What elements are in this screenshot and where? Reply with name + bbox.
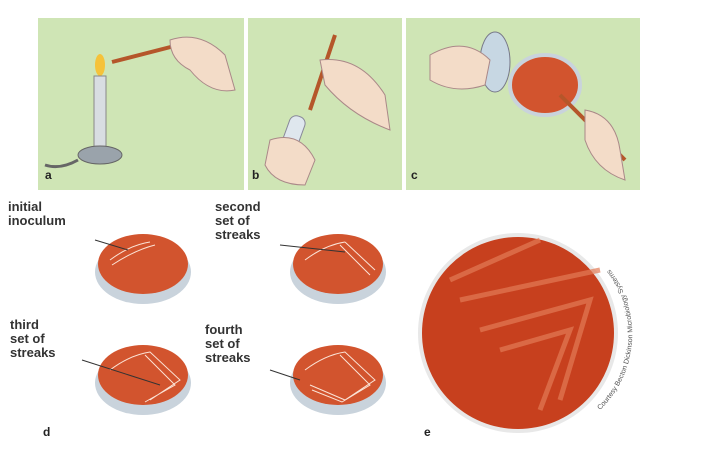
panel-label-e: e (424, 425, 431, 439)
panel-label-b: b (252, 168, 260, 182)
panel-label-d: d (43, 425, 51, 439)
label-line: fourth (205, 322, 243, 337)
label-line: set of (10, 331, 45, 346)
hands-with-petri-dish (429, 31, 627, 181)
label-initial-inoculum: initial inoculum (8, 200, 66, 228)
panel-label-a: a (45, 168, 52, 182)
culture-photo: Courtesy Becton Dickinson Microbiology S… (418, 233, 634, 433)
label-line: initial (8, 199, 42, 214)
panel-label-c: c (411, 168, 418, 182)
label-line: streaks (10, 345, 56, 360)
label-line: third (10, 317, 39, 332)
pointer-lines (81, 239, 346, 386)
label-line: inoculum (8, 213, 66, 228)
dish-second (290, 234, 386, 304)
label-line: streaks (215, 227, 261, 242)
hands-with-tube (264, 34, 391, 186)
label-line: second (215, 199, 261, 214)
dish-fourth (290, 345, 386, 415)
label-line: streaks (205, 350, 251, 365)
bunsen-burner (44, 54, 123, 169)
dish-initial (95, 234, 191, 304)
label-line: set of (215, 213, 250, 228)
label-second-streaks: second set of streaks (215, 200, 261, 242)
dish-third (95, 345, 191, 415)
label-line: set of (205, 336, 240, 351)
label-third-streaks: third set of streaks (10, 318, 56, 360)
hand-with-loop-a (111, 36, 236, 92)
label-fourth-streaks: fourth set of streaks (205, 323, 251, 365)
